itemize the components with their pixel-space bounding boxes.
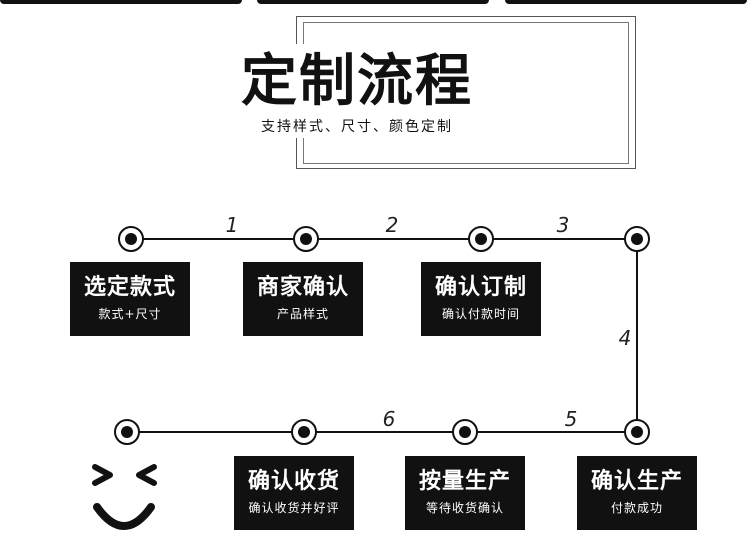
step-box-confirm-order: 确认订制 确认付款时间 xyxy=(421,262,541,336)
top-bar-right xyxy=(505,0,747,4)
connector-label-3: 3 xyxy=(557,213,570,237)
connector-label-2: 2 xyxy=(386,213,399,237)
connector-label-1: 1 xyxy=(226,213,239,237)
page-subtitle: 支持样式、尺寸、颜色定制 xyxy=(232,116,482,138)
step-box-confirm-receipt: 确认收货 确认收货并好评 xyxy=(234,456,354,530)
flow-node xyxy=(624,419,650,445)
step-title: 确认生产 xyxy=(590,469,683,494)
flow-node xyxy=(293,226,319,252)
step-title: 确认收货 xyxy=(247,469,340,494)
step-box-mass-production: 按量生产 等待收货确认 xyxy=(405,456,525,530)
connector-label-4: 4 xyxy=(619,326,632,350)
flow-node xyxy=(452,419,478,445)
step-title: 选定款式 xyxy=(83,275,176,300)
flow-node xyxy=(291,419,317,445)
step-title: 商家确认 xyxy=(256,275,349,300)
connector-label-6: 6 xyxy=(383,407,396,431)
top-bar-middle xyxy=(257,0,489,4)
top-bar-left xyxy=(0,0,242,4)
step-title: 确认订制 xyxy=(434,275,527,300)
step-box-merchant-confirm: 商家确认 产品样式 xyxy=(243,262,363,336)
flow-node xyxy=(468,226,494,252)
connector-label-5: 5 xyxy=(565,407,578,431)
step-subtitle: 确认付款时间 xyxy=(441,307,520,321)
flow-node xyxy=(118,226,144,252)
step-subtitle: 产品样式 xyxy=(276,307,329,321)
step-title: 按量生产 xyxy=(418,469,511,494)
step-subtitle: 等待收货确认 xyxy=(425,501,504,515)
flow-lines xyxy=(127,238,638,433)
smiley-face-icon xyxy=(92,464,157,530)
step-box-select-style: 选定款式 款式+尺寸 xyxy=(70,262,190,336)
step-subtitle: 款式+尺寸 xyxy=(98,307,162,321)
flow-node xyxy=(114,419,140,445)
step-subtitle: 确认收货并好评 xyxy=(248,501,340,515)
step-subtitle: 付款成功 xyxy=(610,501,663,515)
page-title: 定制流程 xyxy=(222,44,492,118)
flow-node xyxy=(624,226,650,252)
step-box-confirm-production: 确认生产 付款成功 xyxy=(577,456,697,530)
